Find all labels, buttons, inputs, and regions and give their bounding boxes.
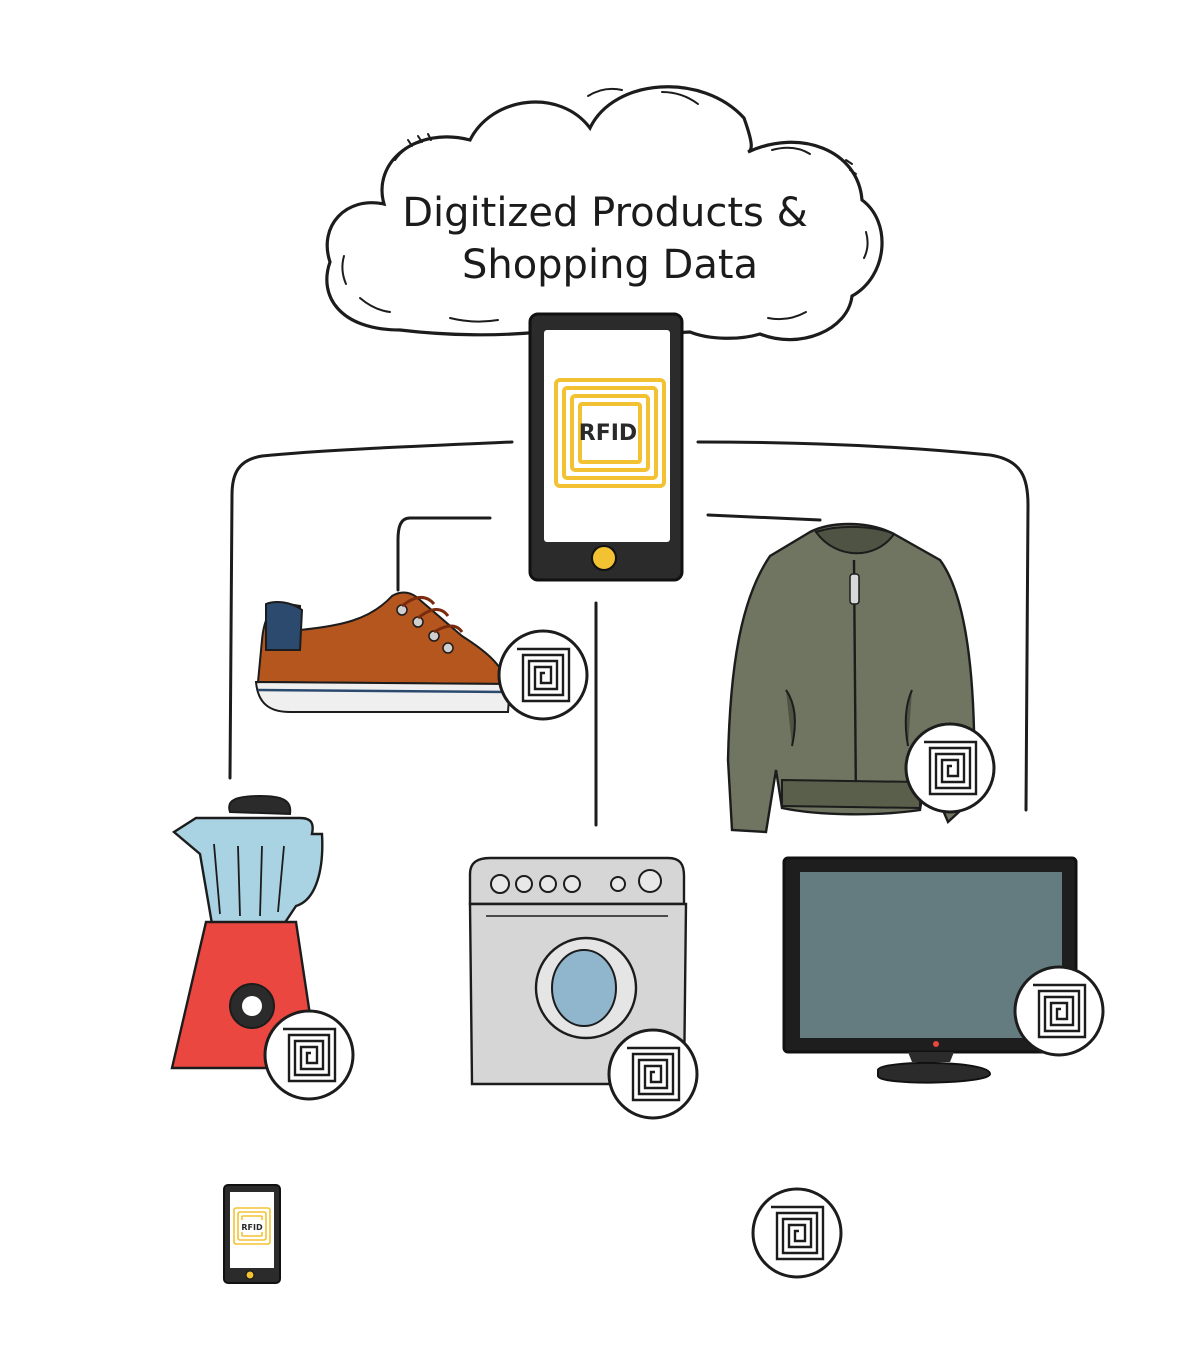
blender	[170, 794, 355, 1101]
connector-left-outer	[228, 440, 514, 780]
tv-monitor-icon	[782, 856, 1078, 1084]
shoe	[254, 591, 589, 721]
rfid-chip	[554, 378, 666, 488]
rfid-chip-label: RFID	[579, 421, 637, 446]
tv	[782, 856, 1105, 1084]
legend-rfid-reader-phone-icon: RFID	[223, 1184, 281, 1284]
cloud-icon	[325, 85, 884, 342]
legend: RFID	[223, 1184, 843, 1284]
rfid-tag-icon	[263, 1009, 355, 1101]
legend-rfid-tag-icon	[751, 1187, 843, 1279]
connector-right-outer	[696, 440, 1030, 812]
rfid-reader-phone-icon: RFID	[528, 312, 684, 582]
rfid-tag-icon	[607, 1028, 699, 1120]
connector-shoe	[396, 516, 492, 592]
legend-rfid-chip-label: RFID	[241, 1223, 263, 1232]
cloud-title-line-1: Digitized Products &	[402, 190, 808, 236]
rfid-tag-icon	[1013, 965, 1105, 1057]
rfid-tag-icon	[904, 722, 996, 814]
connector-lines	[228, 440, 1030, 827]
jacket	[726, 522, 996, 834]
rfid-tag-icon	[497, 629, 589, 721]
connector-jacket	[706, 513, 822, 522]
washing-machine	[468, 856, 699, 1120]
cloud: Digitized Products & Shopping Data	[325, 85, 884, 342]
cloud-title-line-2: Shopping Data	[462, 242, 758, 288]
shoe-icon	[254, 591, 512, 713]
